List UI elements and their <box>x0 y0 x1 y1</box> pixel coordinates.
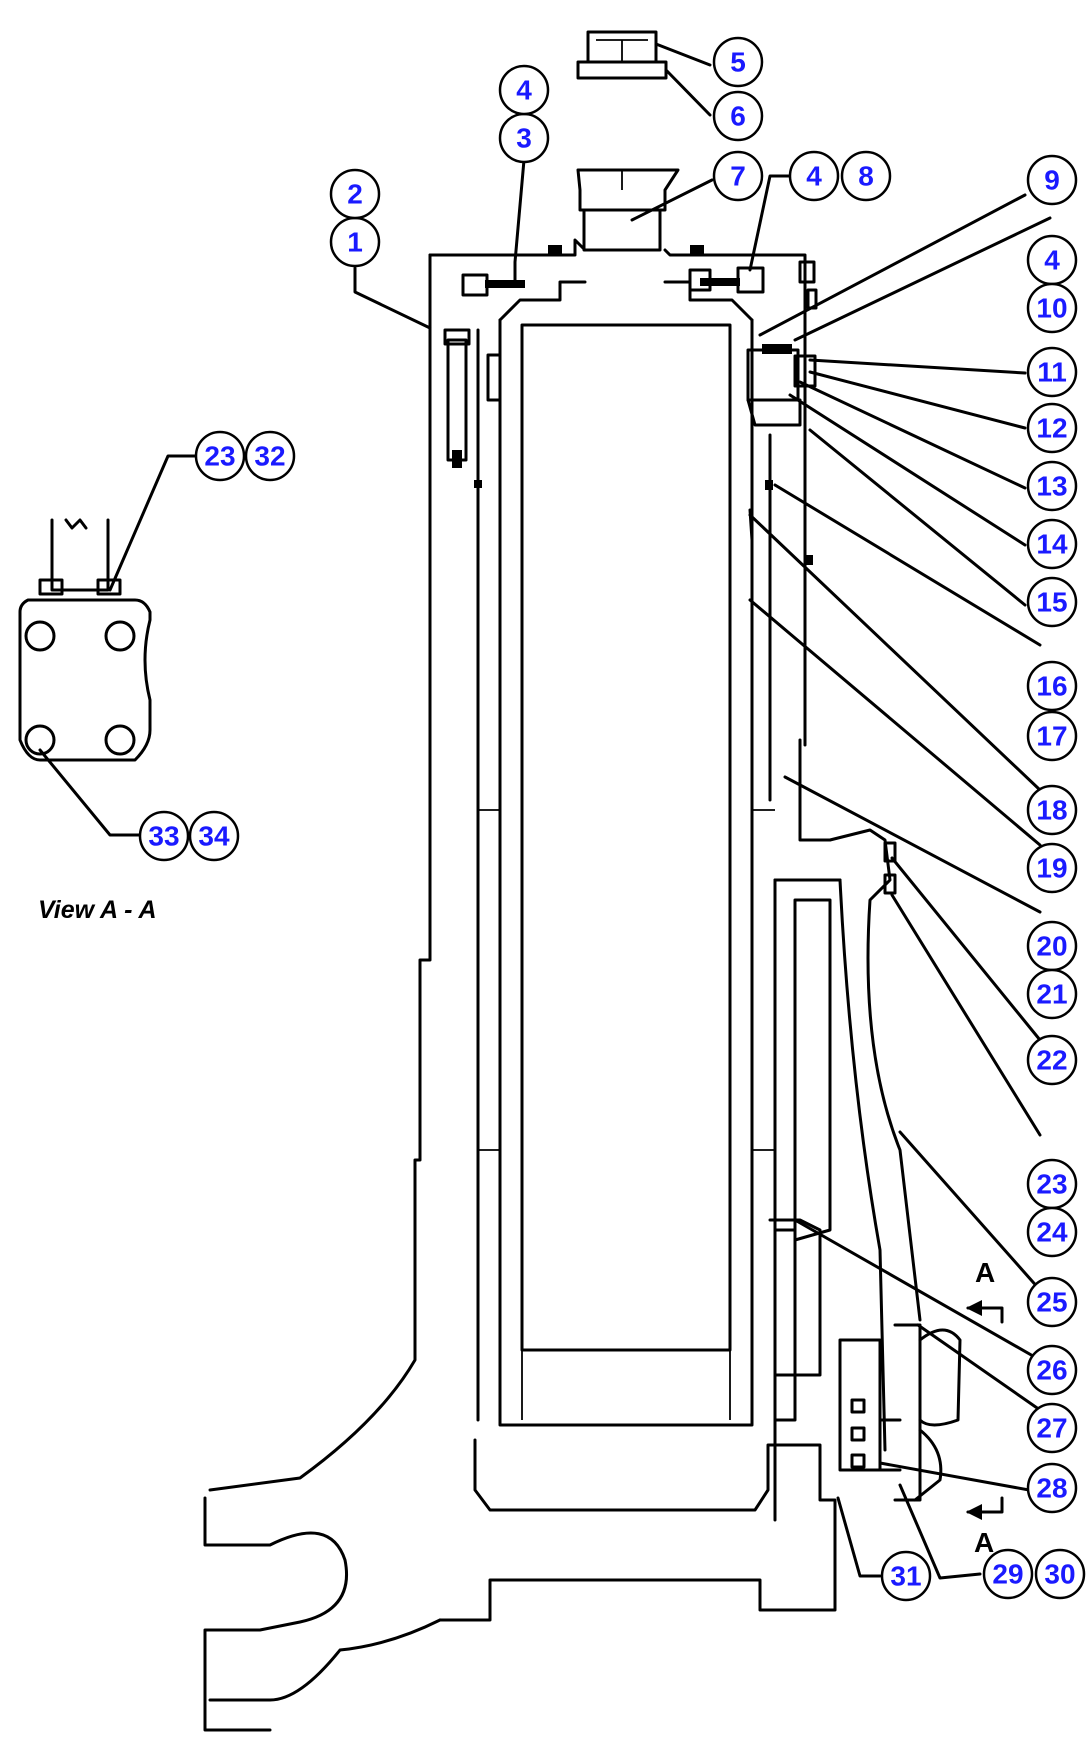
callout-28: 28 <box>1026 1462 1078 1514</box>
svg-text:7: 7 <box>730 161 746 192</box>
svg-text:20: 20 <box>1036 931 1067 962</box>
svg-text:1: 1 <box>347 227 363 258</box>
right-seal-stack <box>746 344 817 802</box>
callout-7: 7 <box>712 150 764 202</box>
svg-text:17: 17 <box>1036 721 1067 752</box>
bearing-part-7 <box>576 168 680 252</box>
callout-3: 3 <box>498 112 550 164</box>
steering-arm <box>768 828 922 1452</box>
callout-18: 18 <box>1026 784 1078 836</box>
callout-22: 22 <box>1026 1034 1078 1086</box>
callout-4b: 4 <box>788 150 840 202</box>
svg-text:2: 2 <box>347 179 363 210</box>
view-a-a-label: View A - A <box>38 896 157 924</box>
svg-text:32: 32 <box>254 441 285 472</box>
section-marker-bottom: A <box>966 1496 1004 1558</box>
callout-9: 9 <box>1026 154 1078 206</box>
callout-30: 30 <box>1034 1548 1086 1600</box>
kingpin-cylinder <box>478 280 775 1427</box>
svg-text:26: 26 <box>1036 1355 1067 1386</box>
housing-body <box>203 238 842 1732</box>
callout-4c: 4 <box>1026 234 1078 286</box>
callout-13: 13 <box>1026 460 1078 512</box>
svg-text:10: 10 <box>1036 293 1067 324</box>
svg-text:4: 4 <box>516 75 532 106</box>
callout-10: 10 <box>1026 282 1078 334</box>
top-bolts <box>461 245 818 310</box>
svg-text:15: 15 <box>1036 587 1067 618</box>
callout-8: 8 <box>840 150 892 202</box>
callout-32: 32 <box>244 430 296 482</box>
callout-4: 4 <box>498 64 550 116</box>
svg-text:13: 13 <box>1036 471 1067 502</box>
leader-lines <box>38 42 1052 1580</box>
svg-text:18: 18 <box>1036 795 1067 826</box>
svg-text:31: 31 <box>890 1561 921 1592</box>
callout-17: 17 <box>1026 710 1078 762</box>
callout-23a: 23 <box>194 430 246 482</box>
callout-11: 11 <box>1026 346 1078 398</box>
svg-text:19: 19 <box>1036 853 1067 884</box>
cap-part-top <box>576 30 668 80</box>
svg-text:28: 28 <box>1036 1473 1067 1504</box>
svg-text:30: 30 <box>1044 1559 1075 1590</box>
callout-24: 24 <box>1026 1206 1078 1258</box>
callout-1: 1 <box>329 216 381 268</box>
callout-16: 16 <box>1026 660 1078 712</box>
svg-text:24: 24 <box>1036 1217 1068 1248</box>
svg-text:11: 11 <box>1037 357 1067 388</box>
callout-31: 31 <box>880 1550 932 1602</box>
svg-text:6: 6 <box>730 101 746 132</box>
callout-25: 25 <box>1026 1276 1078 1328</box>
svg-text:29: 29 <box>992 1559 1023 1590</box>
callout-29: 29 <box>982 1548 1034 1600</box>
callout-15: 15 <box>1026 576 1078 628</box>
callout-27: 27 <box>1026 1402 1078 1454</box>
svg-text:8: 8 <box>858 161 874 192</box>
callout-12: 12 <box>1026 402 1078 454</box>
svg-text:23: 23 <box>1036 1169 1067 1200</box>
svg-text:12: 12 <box>1036 413 1067 444</box>
callout-5: 5 <box>712 36 764 88</box>
svg-text:A: A <box>975 1257 995 1288</box>
left-sleeve <box>428 328 502 1422</box>
callout-19: 19 <box>1026 842 1078 894</box>
svg-text:3: 3 <box>516 123 532 154</box>
svg-text:9: 9 <box>1044 165 1060 196</box>
callout-6: 6 <box>712 90 764 142</box>
svg-text:4: 4 <box>1044 245 1060 276</box>
svg-text:27: 27 <box>1036 1413 1067 1444</box>
svg-text:4: 4 <box>806 161 822 192</box>
svg-text:5: 5 <box>730 47 746 78</box>
svg-text:33: 33 <box>148 821 179 852</box>
callout-21: 21 <box>1026 968 1078 1020</box>
callout-34: 34 <box>188 810 240 862</box>
callout-26: 26 <box>1026 1344 1078 1396</box>
svg-text:23: 23 <box>204 441 235 472</box>
callout-14: 14 <box>1026 518 1078 570</box>
section-marker-top: A <box>966 1257 1004 1324</box>
view-a-a-detail <box>18 518 152 762</box>
callout-23b: 23 <box>1026 1158 1078 1210</box>
svg-text:22: 22 <box>1036 1045 1067 1076</box>
svg-text:16: 16 <box>1036 671 1067 702</box>
callout-33: 33 <box>138 810 190 862</box>
svg-text:A: A <box>974 1527 994 1558</box>
callout-2: 2 <box>329 168 381 220</box>
svg-text:25: 25 <box>1036 1287 1067 1318</box>
svg-text:14: 14 <box>1036 529 1068 560</box>
svg-text:21: 21 <box>1036 979 1067 1010</box>
svg-text:34: 34 <box>198 821 230 852</box>
callout-20: 20 <box>1026 920 1078 972</box>
